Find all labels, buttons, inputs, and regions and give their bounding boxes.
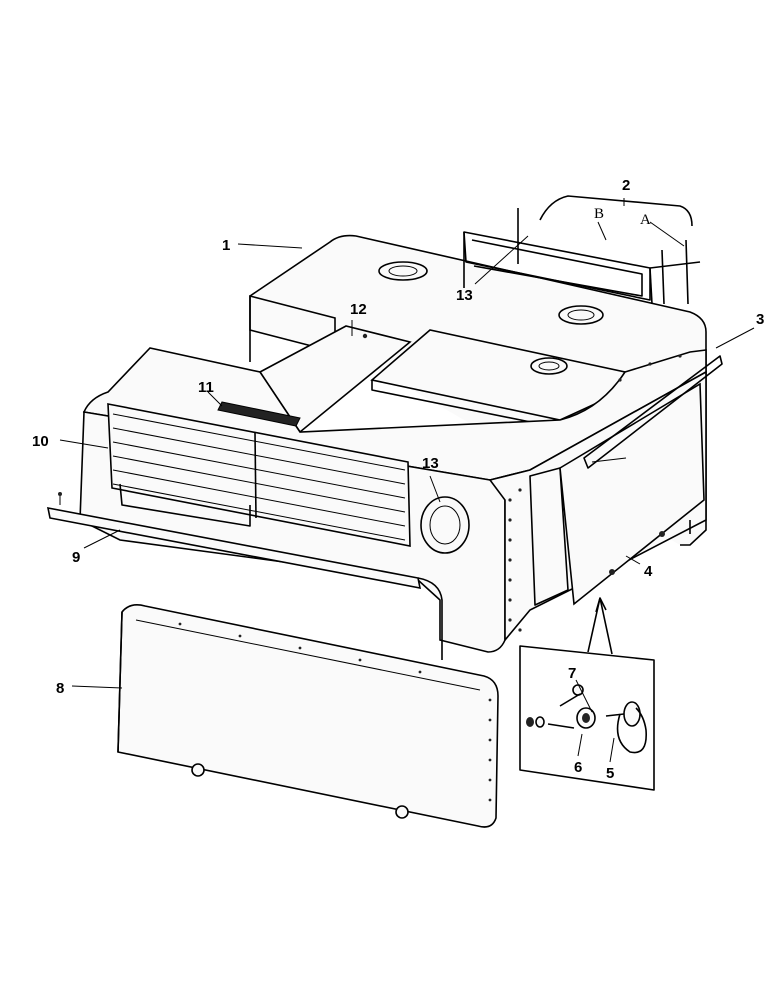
label-13-top: 13 xyxy=(456,287,473,304)
front-cover-panel xyxy=(117,604,499,828)
label-12: 12 xyxy=(350,301,367,318)
label-1: 1 xyxy=(222,237,230,254)
label-13-front: 13 xyxy=(422,455,439,472)
front-trim-strip xyxy=(46,492,443,660)
label-4: 4 xyxy=(644,563,653,580)
label-2: 2 xyxy=(622,177,630,194)
label-9: 9 xyxy=(72,549,80,566)
fastener-detail-inset xyxy=(519,597,655,791)
label-10: 10 xyxy=(32,433,49,450)
leader-lines xyxy=(59,198,755,763)
label-8: 8 xyxy=(56,680,64,697)
louvre-grille xyxy=(107,403,411,547)
step-plate xyxy=(217,401,301,427)
callout-labels: 1 2 B A 3 4 5 6 7 8 9 10 11 12 13 13 xyxy=(32,177,764,782)
label-7: 7 xyxy=(568,665,576,682)
label-B: B xyxy=(594,206,604,222)
label-A: A xyxy=(640,212,651,228)
side-door-assembly xyxy=(559,355,723,606)
label-3: 3 xyxy=(756,311,764,328)
label-11: 11 xyxy=(198,379,214,396)
label-5: 5 xyxy=(606,765,614,782)
label-6: 6 xyxy=(574,759,582,776)
